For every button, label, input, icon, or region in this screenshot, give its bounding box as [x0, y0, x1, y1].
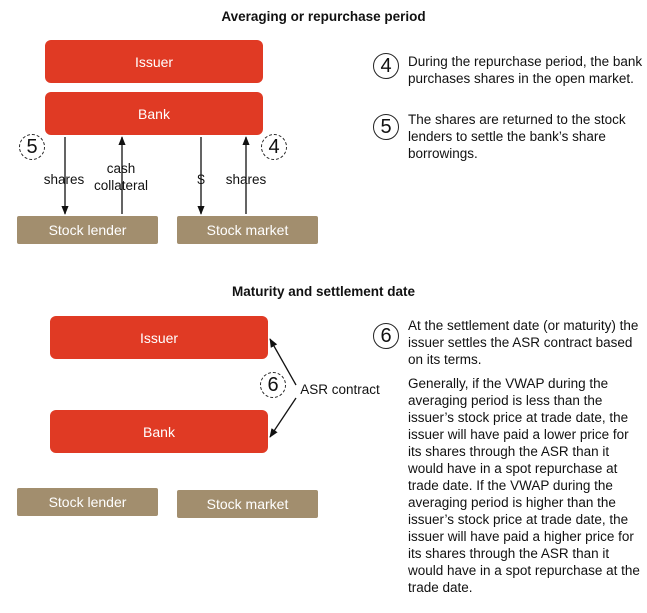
- issuer-box-2: Issuer: [50, 316, 268, 359]
- cash-label: cash: [106, 161, 136, 176]
- note-5-text: The shares are returned to the stock len…: [408, 112, 626, 161]
- step-6-marker: 6: [260, 372, 286, 398]
- note-6-number: 6: [373, 323, 399, 349]
- note-6-text: At the settlement date (or maturity) the…: [408, 318, 639, 367]
- stock-market-box-2: Stock market: [177, 490, 318, 518]
- section2-title: Maturity and settlement date: [231, 284, 416, 299]
- arrow-asr-to-bank: [269, 397, 297, 438]
- section1-title: Averaging or repurchase period: [221, 9, 426, 24]
- bank-box-2: Bank: [50, 410, 268, 453]
- note-6-body: Generally, if the VWAP during the averag…: [408, 376, 640, 595]
- note-4-text: During the repurchase period, the bank p…: [408, 54, 643, 86]
- cash-collateral-label: cash collateral: [90, 160, 152, 194]
- stock-lender-box-2: Stock lender: [17, 488, 158, 516]
- collateral-label: collateral: [93, 178, 149, 193]
- bank-box: Bank: [45, 92, 263, 135]
- arrow-asr-to-issuer: [269, 338, 297, 386]
- shares-label-left: shares: [39, 171, 89, 188]
- step-5-marker: 5: [19, 134, 45, 160]
- step-4-marker: 4: [261, 134, 287, 160]
- note-5-number: 5: [373, 114, 399, 140]
- asr-contract-label: ASR contract: [296, 381, 384, 398]
- note-4-number: 4: [373, 53, 399, 79]
- stock-lender-box: Stock lender: [17, 216, 158, 244]
- stock-market-box: Stock market: [177, 216, 318, 244]
- issuer-box: Issuer: [45, 40, 263, 83]
